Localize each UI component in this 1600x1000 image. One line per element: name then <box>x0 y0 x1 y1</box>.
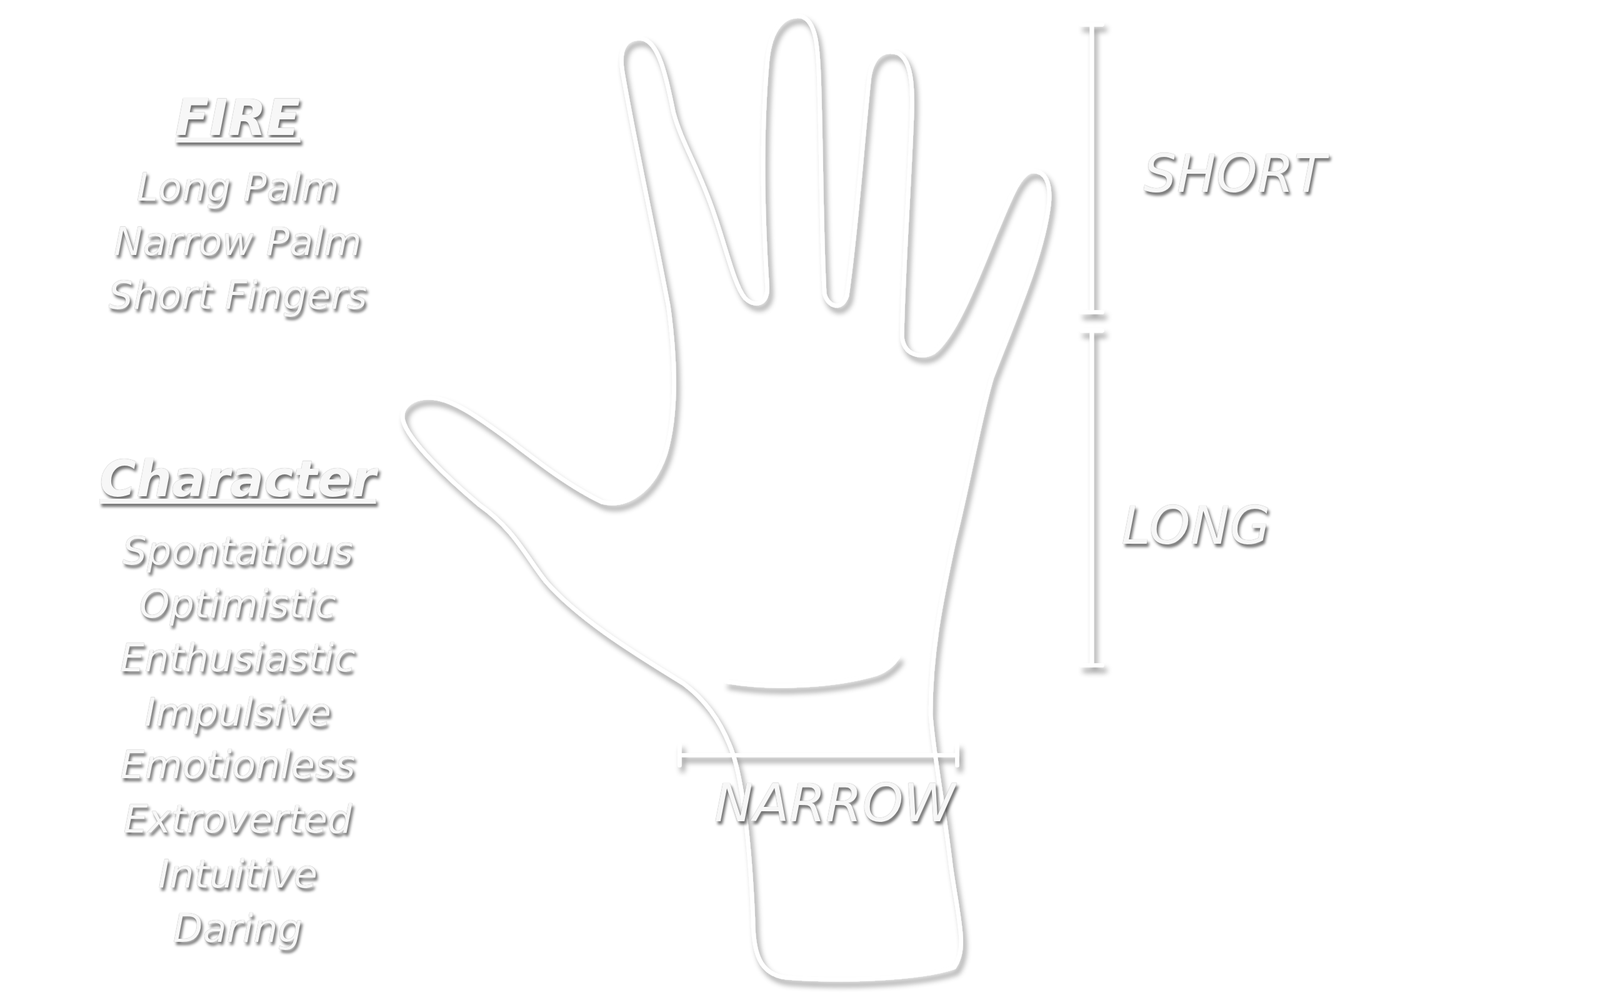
dimension-label: LONG <box>1121 496 1270 555</box>
width-bracket <box>679 745 957 766</box>
wrist-crease <box>726 656 898 686</box>
trait-label: Short Fingers <box>108 274 368 317</box>
character-label: Extroverted <box>123 798 353 841</box>
character-label: Intuitive <box>158 853 318 896</box>
character-label: Emotionless <box>120 743 355 787</box>
dimension-label: SHORT <box>1143 144 1326 202</box>
section-heading: Character <box>99 451 376 507</box>
character-label: Enthusiastic <box>120 636 356 680</box>
character-label: Spontatious <box>122 530 354 573</box>
dimension-label: NARROW <box>713 774 955 832</box>
trait-label: Narrow Palm <box>113 220 362 264</box>
character-label: Optimistic <box>139 582 337 625</box>
trait-label: Long Palm <box>136 166 339 209</box>
hand-outline <box>402 16 1050 980</box>
character-label: Impulsive <box>144 690 332 734</box>
length-bracket <box>1081 24 1103 665</box>
character-label: Daring <box>173 907 303 950</box>
section-title: FIRE <box>175 90 301 146</box>
